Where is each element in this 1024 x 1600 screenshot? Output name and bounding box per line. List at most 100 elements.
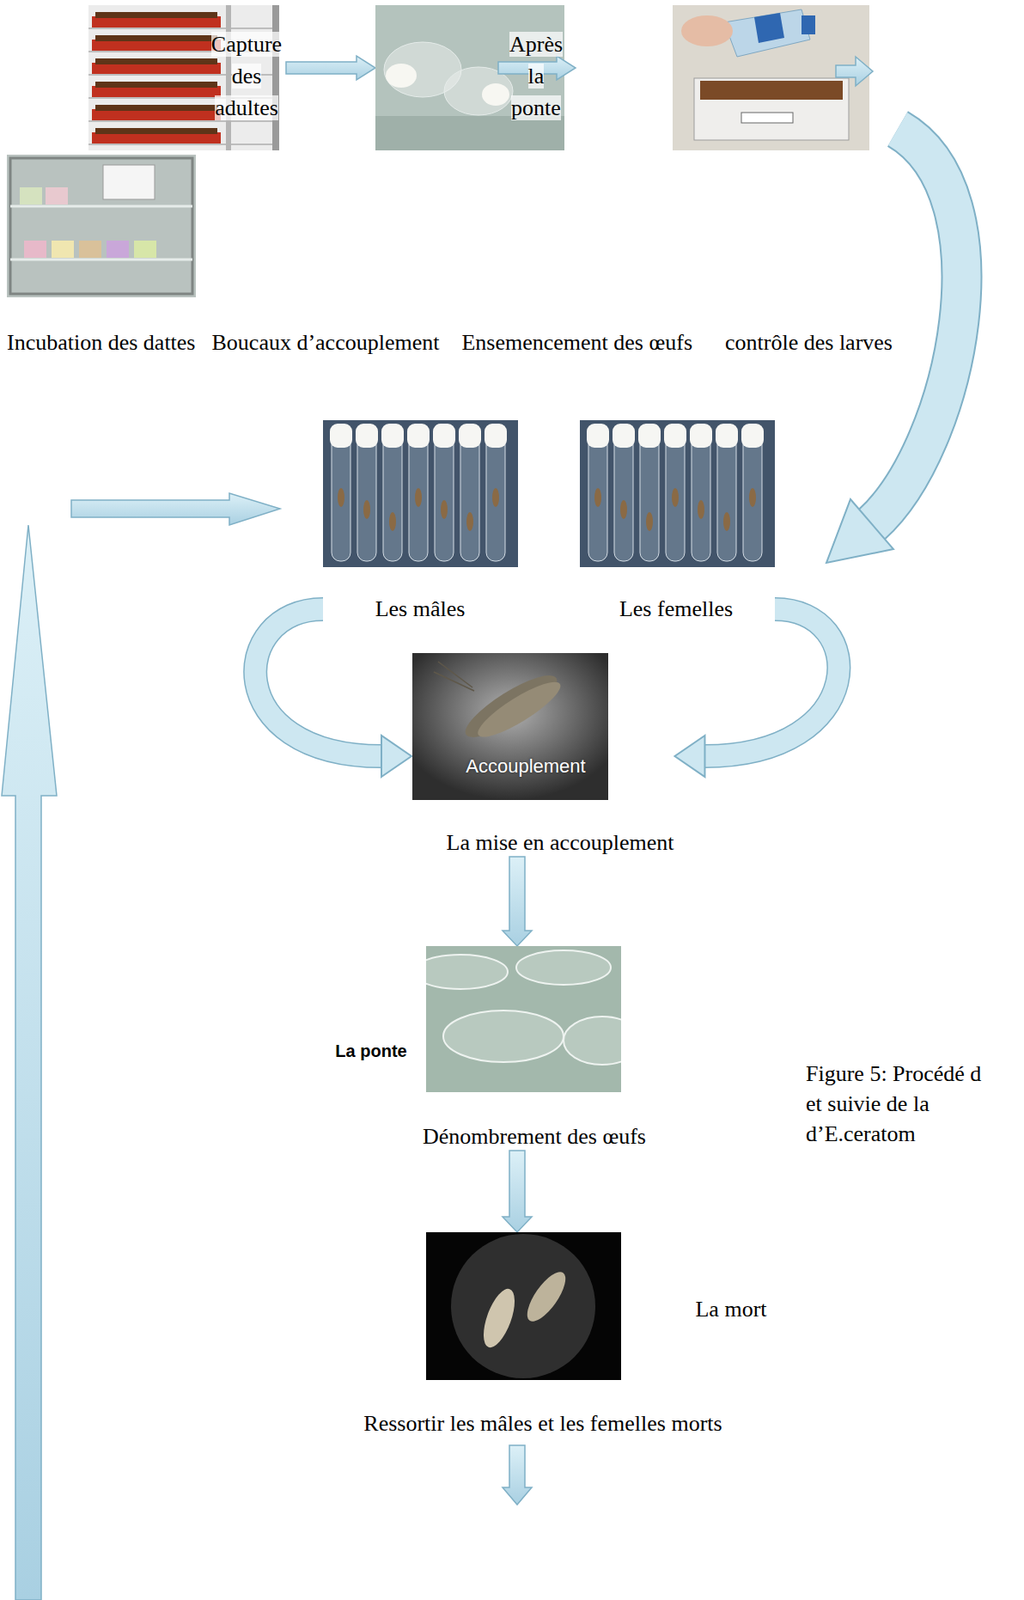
illustration-part (612, 423, 635, 448)
illustration-part (103, 164, 155, 200)
illustration-part (88, 143, 280, 146)
illustration-part (715, 423, 738, 448)
caption-text: Les mâles (375, 595, 466, 623)
photo-step-node: Après la ponte (375, 5, 571, 151)
illustration-part (106, 240, 129, 258)
illustration-part (6, 154, 196, 298)
flow-arrow (286, 55, 376, 80)
illustration-part (45, 187, 68, 205)
illustration-part (79, 240, 102, 258)
curved-arrow (871, 128, 962, 525)
illustration-part (24, 240, 47, 258)
illustration-part (385, 63, 417, 88)
illustration-part (486, 432, 506, 561)
illustration-part (579, 420, 775, 567)
illustration-part (389, 512, 397, 531)
illustration-part (432, 423, 456, 448)
flow-arrow (255, 609, 412, 777)
illustration-part (700, 80, 843, 100)
arrow-head (381, 735, 412, 777)
illustration-part (563, 1016, 622, 1065)
illustration-part (477, 1284, 522, 1351)
overlay-text: Capture des adultes (211, 31, 282, 121)
photo-step-node: La mortRessortir les mâles et les femell… (323, 1231, 768, 1438)
illustration-part (520, 1266, 573, 1328)
photo-step-node: AccouplementLa mise en accouplement (412, 652, 674, 857)
illustration-part (88, 27, 280, 30)
photo-illustration (579, 420, 775, 567)
illustration-part (588, 432, 608, 561)
illustration-part (594, 487, 602, 507)
block-arrow (835, 56, 873, 86)
illustration-part (484, 423, 507, 448)
overlay-text-box: Après la ponte (501, 28, 571, 124)
illustration-part (426, 1231, 622, 1380)
illustration-part (337, 487, 345, 507)
flow-arrow (502, 856, 532, 946)
illustration-part (414, 487, 422, 507)
block-arrow (502, 856, 532, 946)
illustration-part (749, 487, 756, 507)
photo-illustration (323, 420, 519, 567)
illustration-part (381, 423, 404, 448)
illustration-part (697, 499, 705, 519)
block-arrow (498, 55, 576, 80)
illustration-part (19, 187, 43, 205)
illustration-part (408, 432, 428, 561)
arrow-head (674, 735, 705, 777)
illustration-part (10, 258, 193, 262)
illustration-part (451, 1233, 596, 1378)
illustration-part (620, 499, 628, 519)
illustration-part (724, 9, 811, 57)
illustration-part (95, 128, 218, 135)
loop-up-arrow (1, 524, 57, 1600)
block-arrow (286, 55, 376, 80)
illustration-part (134, 240, 157, 258)
illustration-part (691, 432, 711, 561)
illustration-part (640, 432, 659, 561)
illustration-part (95, 104, 218, 111)
arrow-head (826, 499, 894, 563)
photo-step-node: Les mâles (323, 420, 519, 623)
illustration-part (375, 5, 565, 151)
illustration-part (412, 652, 609, 800)
caption-row: Incubation des dattesBoucaux d’accouplem… (6, 324, 1021, 360)
illustration-part (694, 78, 849, 141)
illustration-part (10, 205, 193, 208)
illustration-part (434, 432, 454, 561)
illustration-part (272, 5, 280, 151)
illustration-part (741, 112, 793, 123)
figure-caption: Figure 5: Procédé d et suivie de la d’E.… (805, 1058, 1000, 1149)
overlay-text-box: Capture des adultes (207, 28, 287, 124)
illustration-part (426, 954, 508, 989)
illustration-part (440, 499, 448, 519)
flow-arrow (674, 609, 839, 777)
illustration-part (481, 83, 510, 106)
illustration-part (375, 115, 565, 151)
overlay-text: Accouplement (465, 752, 586, 781)
illustration-part (95, 12, 218, 19)
photo-cabinet (6, 154, 196, 298)
illustration-part (664, 423, 687, 448)
illustration-part (646, 512, 653, 531)
caption-label: Ensemencement des œufs (461, 329, 693, 355)
illustration-part (586, 423, 610, 448)
illustration-part (355, 423, 378, 448)
illustration-part (471, 673, 567, 745)
illustration-part (614, 432, 634, 561)
photo-step-node: La ponteDénombrement des œufs (326, 945, 647, 1151)
side-label: La mort (694, 1295, 767, 1323)
illustration-part (801, 15, 816, 35)
caption-label: contrôle des larves (725, 329, 893, 355)
illustration-part (407, 423, 430, 448)
illustration-part (323, 420, 519, 567)
block-arrow (502, 1444, 532, 1505)
illustration-part (458, 423, 482, 448)
illustration-part (88, 120, 280, 122)
illustration-part (331, 432, 351, 561)
illustration-part (466, 512, 474, 531)
photo-step-node: Capture des adultes (88, 5, 287, 151)
illustration-part (681, 15, 733, 47)
